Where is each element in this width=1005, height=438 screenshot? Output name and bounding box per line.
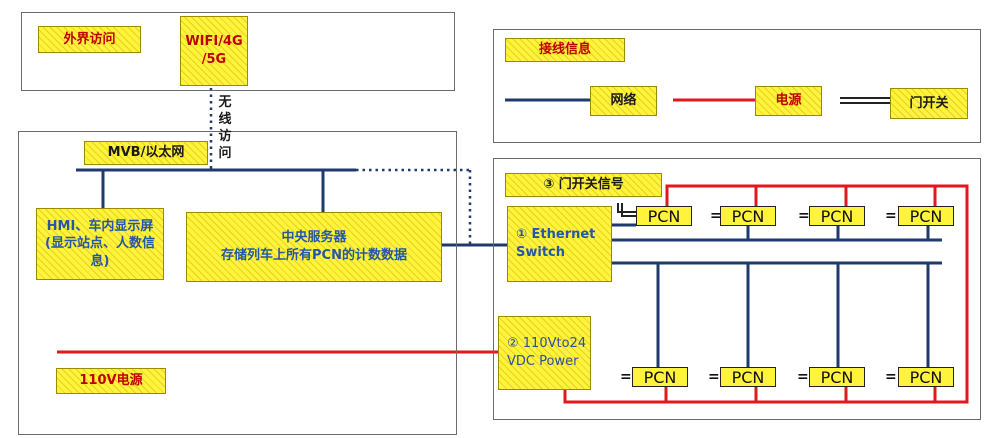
pcn-bottom-3: PCN: [809, 367, 865, 387]
door-switch-signal-label: ③ 门开关信号: [505, 173, 662, 197]
mvb-ethernet-label: MVB/以太网: [84, 141, 208, 165]
wiring-info-frame: [493, 29, 981, 143]
pcn-top-2: PCN: [720, 206, 776, 226]
counting-frame: [493, 158, 981, 420]
pcn-bottom-4: PCN: [898, 367, 954, 387]
legend-power-label: 电源: [755, 86, 822, 116]
wiring-info-title: 接线信息: [505, 38, 625, 62]
pcn-bottom-1: PCN: [632, 367, 688, 387]
power-loop: [563, 184, 969, 404]
power-110v-label: 110V电源: [56, 368, 166, 394]
external-access-label: 外界访问: [38, 26, 141, 53]
dc-power-box: ② 110Vto24 VDC Power: [498, 316, 591, 390]
legend-network-label: 网络: [590, 86, 657, 116]
central-server-desc: 存储列车上所有PCN的计数数据: [221, 248, 407, 263]
pcn-top-4: PCN: [898, 206, 954, 226]
central-server-box: 中央服务器 存储列车上所有PCN的计数数据: [186, 212, 442, 282]
pcn-bottom-2: PCN: [720, 367, 776, 387]
pcn-top-3: PCN: [809, 206, 865, 226]
pcn-top-1: PCN: [636, 206, 692, 226]
external-access-frame: [21, 12, 455, 91]
central-server-title: 中央服务器: [281, 230, 347, 246]
legend-door-switch-label: 门开关: [890, 88, 968, 119]
car-frame: [18, 131, 457, 435]
wifi-4g-5g-box: WIFI/4G /5G: [180, 16, 248, 86]
wireless-access-label: 无线访问: [218, 95, 232, 161]
ethernet-switch-box: ① Ethernet Switch: [507, 206, 612, 282]
hmi-display-box: HMI、车内显示屏(显示站点、人数信息): [36, 208, 164, 280]
